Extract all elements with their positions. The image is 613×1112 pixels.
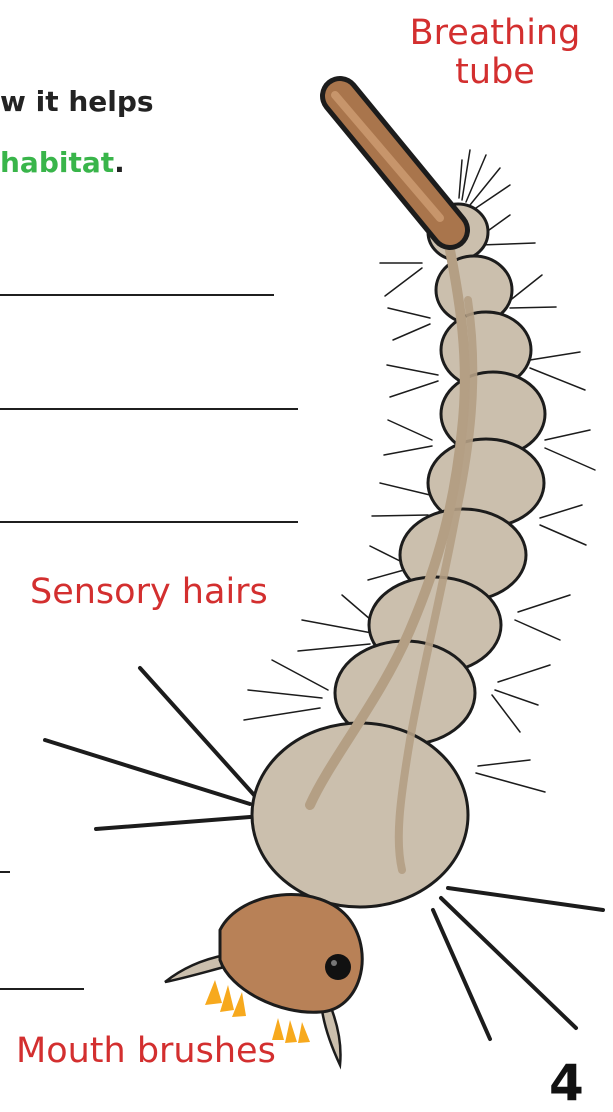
bristle-left-3 <box>96 817 250 829</box>
bristle-right-2 <box>441 898 576 1028</box>
antenna-right <box>322 1005 341 1065</box>
bristle-right-1 <box>448 888 603 910</box>
thorax <box>252 723 468 907</box>
bristle-right-3 <box>433 910 490 1039</box>
bristle-left-2 <box>45 740 250 804</box>
eye <box>325 954 351 980</box>
breathing-tube <box>335 95 450 230</box>
